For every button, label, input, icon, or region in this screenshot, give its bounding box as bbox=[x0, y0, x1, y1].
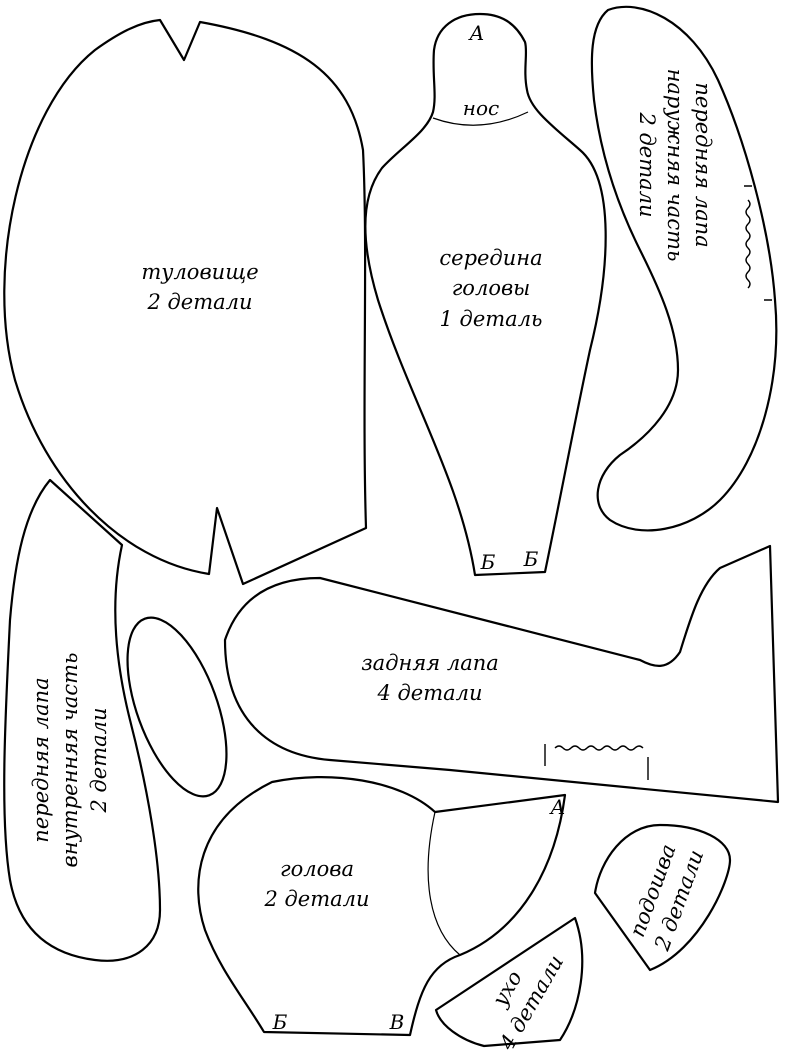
hind-paw-piece: задняя лапа 4 детали bbox=[223, 544, 780, 804]
head-point-v-label: В bbox=[389, 1010, 405, 1034]
head-middle-piece: нос А Б Б середина головы 1 деталь bbox=[364, 12, 607, 577]
oval-piece bbox=[126, 616, 228, 798]
head-middle-count: 1 деталь bbox=[439, 307, 542, 331]
hind-paw-title: задняя лапа bbox=[361, 651, 499, 675]
front-paw-outer-line1: передняя лапа bbox=[691, 82, 715, 247]
point-a-label: А bbox=[467, 21, 484, 45]
front-paw-inner-line2: внутренняя часть bbox=[58, 653, 82, 868]
front-paw-outer-labels: передняя лапа наружняя часть 2 детали bbox=[635, 69, 715, 262]
body-title: туловище bbox=[141, 260, 258, 284]
front-paw-inner-count: 2 детали bbox=[87, 707, 111, 813]
head-point-a-label: А bbox=[548, 795, 565, 819]
front-paw-inner-piece: передняя лапа внутренняя часть 2 детали bbox=[3, 478, 162, 962]
front-paw-outer-count: 2 детали bbox=[635, 111, 659, 217]
head-middle-title-line2: головы bbox=[452, 276, 531, 300]
point-b-left-label: Б bbox=[480, 550, 496, 574]
hind-paw-count: 4 детали bbox=[376, 681, 482, 705]
body-count: 2 детали bbox=[146, 290, 252, 314]
head-piece: А Б В голова 2 детали bbox=[197, 776, 567, 1037]
front-paw-outer-piece: передняя лапа наружняя часть 2 детали bbox=[590, 5, 778, 532]
head-count: 2 детали bbox=[263, 887, 369, 911]
sole-piece: подошва 2 детали bbox=[593, 823, 732, 972]
body-piece: туловище 2 детали bbox=[3, 18, 368, 586]
head-point-b-label: Б bbox=[272, 1010, 288, 1034]
front-paw-inner-line1: передняя лапа bbox=[29, 677, 53, 842]
head-title: голова bbox=[280, 857, 354, 881]
front-paw-outer-line2: наружняя часть bbox=[663, 69, 687, 262]
point-b-right-label: Б bbox=[523, 547, 539, 571]
front-paw-inner-labels: передняя лапа внутренняя часть 2 детали bbox=[29, 653, 111, 868]
nose-label: нос bbox=[463, 96, 499, 120]
ear-piece: ухо 4 детали bbox=[434, 916, 584, 1052]
head-middle-title-line1: середина bbox=[439, 246, 542, 270]
